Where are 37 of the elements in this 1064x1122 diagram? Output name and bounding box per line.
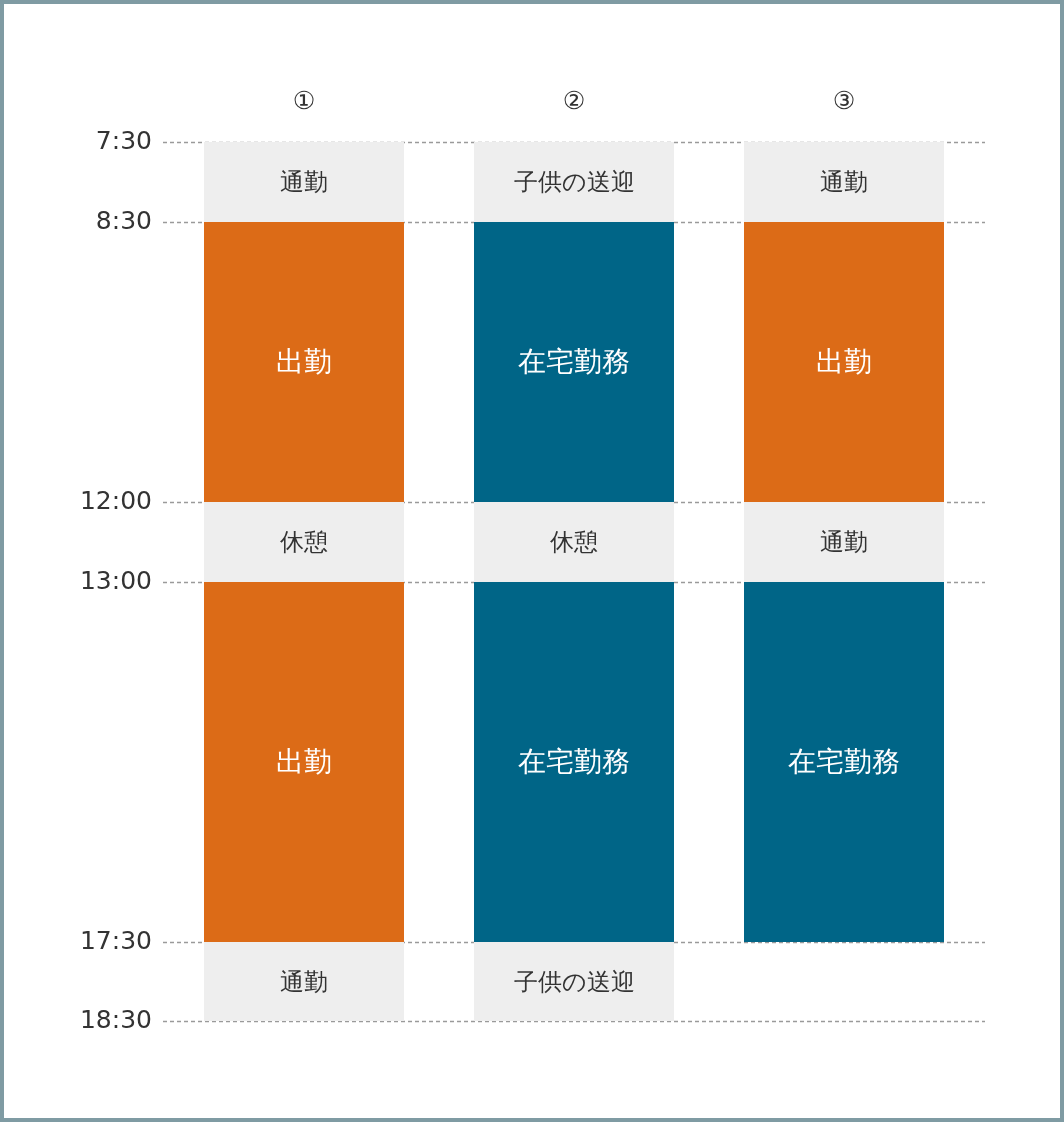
block-label: 子供の送迎 (513, 966, 635, 998)
block-label: 出勤 (276, 744, 332, 780)
time-block (204, 942, 404, 1021)
time-block (474, 142, 674, 222)
time-block (744, 502, 944, 582)
time-block (744, 222, 944, 502)
time-block (474, 582, 674, 942)
time-block (204, 502, 404, 582)
block-label: 在宅勤務 (788, 744, 900, 780)
block-label: 在宅勤務 (518, 344, 630, 380)
time-label: 8:30 (95, 206, 152, 236)
time-block (744, 142, 944, 222)
block-label: 出勤 (816, 344, 872, 380)
time-block (204, 222, 404, 502)
block-label: 子供の送迎 (513, 167, 635, 198)
column-number: ② (561, 86, 587, 116)
block-label: 通勤 (280, 167, 328, 198)
time-block (474, 502, 674, 582)
time-block (204, 582, 404, 942)
time-block (744, 582, 944, 942)
time-label: 12:00 (79, 486, 152, 516)
time-block (474, 222, 674, 502)
time-label: 7:30 (95, 126, 152, 156)
time-label: 17:30 (79, 926, 152, 956)
column-number: ③ (831, 86, 857, 116)
block-label: 通勤 (280, 966, 328, 998)
block-label: 休憩 (280, 527, 328, 558)
block-label: 出勤 (276, 344, 332, 380)
column-number: ① (291, 86, 317, 116)
block-label: 通勤 (820, 527, 868, 558)
time-block (474, 942, 674, 1021)
time-label: 18:30 (79, 1005, 152, 1035)
time-label: 13:00 (79, 566, 152, 596)
block-label: 休憩 (550, 527, 598, 558)
time-block (204, 142, 404, 222)
block-label: 通勤 (820, 167, 868, 198)
block-label: 在宅勤務 (518, 744, 630, 780)
